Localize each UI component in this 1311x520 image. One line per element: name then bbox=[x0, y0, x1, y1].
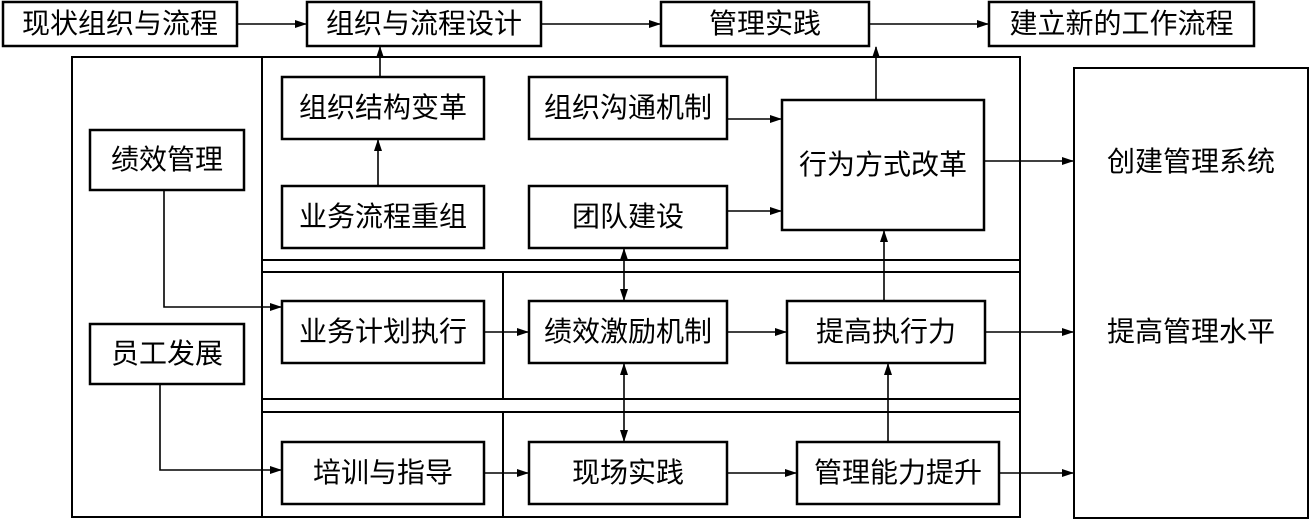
label-employee-development: 员工发展 bbox=[110, 337, 223, 370]
box-onsite-practice bbox=[527, 440, 729, 506]
label-new-workflow: 建立新的工作流程 bbox=[1009, 7, 1234, 40]
box-org-communication bbox=[527, 75, 729, 141]
box-business-process-reorg bbox=[280, 184, 486, 250]
label-improve-management-level: 提高管理水平 bbox=[1106, 315, 1275, 348]
box-new-workflow bbox=[987, 0, 1256, 48]
label-training-guidance: 培训与指导 bbox=[312, 456, 453, 489]
box-behavior-reform bbox=[780, 98, 986, 232]
label-performance-incentive: 绩效激励机制 bbox=[543, 315, 712, 348]
box-employee-development bbox=[88, 322, 246, 386]
label-performance-management: 绩效管理 bbox=[110, 143, 223, 176]
label-current-org-process: 现状组织与流程 bbox=[21, 7, 218, 40]
box-team-building bbox=[527, 184, 729, 250]
outer-frame bbox=[71, 56, 1021, 518]
box-org-structure-reform bbox=[280, 75, 486, 141]
label-org-structure-reform: 组织结构变革 bbox=[298, 91, 467, 124]
label-onsite-practice: 现场实践 bbox=[571, 456, 684, 489]
box-performance-incentive bbox=[527, 299, 729, 365]
label-business-plan-execution: 业务计划执行 bbox=[298, 315, 467, 348]
box-performance-management bbox=[88, 128, 246, 192]
right-outcome-frame bbox=[1073, 67, 1309, 519]
label-org-process-design: 组织与流程设计 bbox=[325, 7, 522, 40]
box-current-org-process bbox=[1, 0, 239, 48]
arrow-performance-to-plan bbox=[163, 190, 282, 311]
label-management-ability: 管理能力提升 bbox=[813, 456, 982, 489]
arrow-employee-to-training bbox=[159, 384, 282, 474]
label-team-building: 团队建设 bbox=[571, 200, 684, 233]
box-training-guidance bbox=[280, 440, 486, 506]
label-execution-improvement: 提高执行力 bbox=[815, 315, 956, 348]
box-management-ability bbox=[795, 440, 1001, 506]
label-build-management-system: 创建管理系统 bbox=[1106, 145, 1275, 178]
label-business-process-reorg: 业务流程重组 bbox=[298, 200, 467, 233]
label-management-practice: 管理实践 bbox=[708, 7, 821, 40]
label-behavior-reform: 行为方式改革 bbox=[798, 148, 967, 181]
box-business-plan-execution bbox=[280, 299, 486, 365]
label-org-communication: 组织沟通机制 bbox=[543, 91, 712, 124]
